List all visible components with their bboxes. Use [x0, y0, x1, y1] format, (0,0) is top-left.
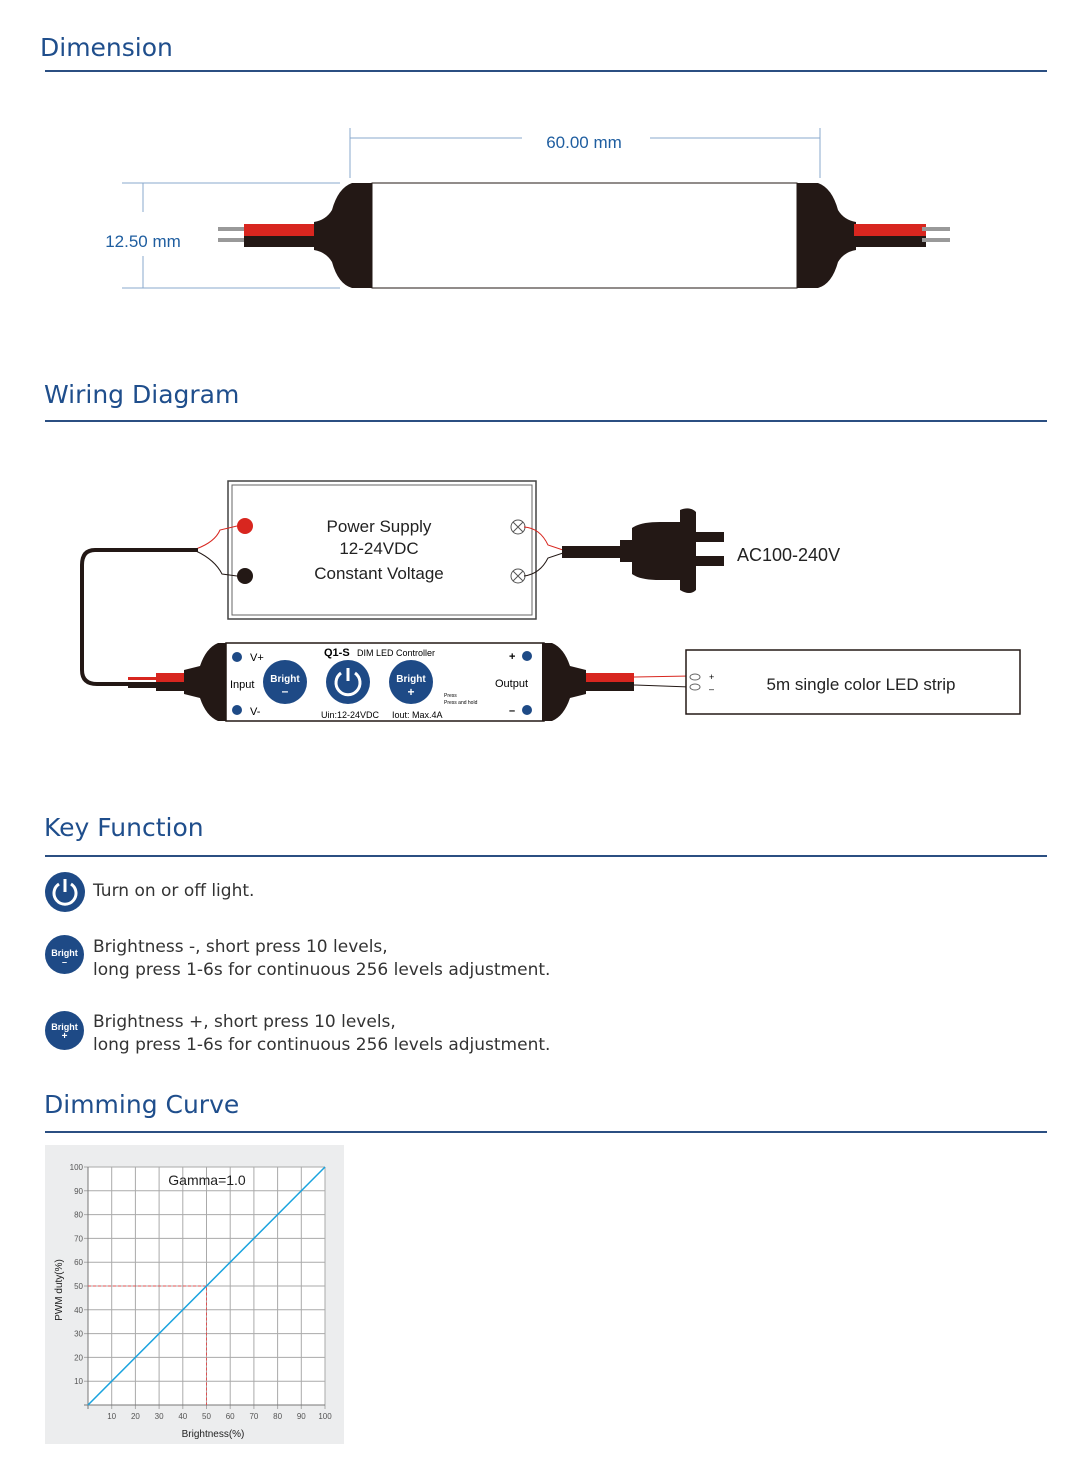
x-tick-label: 70 — [249, 1412, 258, 1421]
device-body — [218, 182, 950, 289]
section-title-key-function: Key Function — [44, 813, 204, 842]
y-tick-label: 20 — [74, 1353, 83, 1362]
psu-negative-terminal — [237, 568, 253, 584]
power-button — [326, 660, 370, 704]
input-label: Input — [230, 679, 254, 691]
wiring-diagram: Power Supply 12-24VDC Constant Voltage A… — [80, 480, 1021, 722]
bright-plus-icon: Bright+ — [45, 1011, 84, 1050]
power-plug-icon — [562, 508, 724, 593]
output-label: Output — [495, 678, 528, 690]
led-strip-label: 5m single color LED strip — [767, 675, 956, 694]
divider — [45, 70, 1047, 72]
y-tick-label: 80 — [74, 1211, 83, 1220]
series-line — [87, 1166, 326, 1406]
divider — [45, 855, 1047, 857]
x-tick-label: 100 — [318, 1412, 332, 1421]
svg-text:+: + — [407, 685, 414, 699]
y-tick-label: 40 — [74, 1306, 83, 1315]
section-title-dimension: Dimension — [40, 33, 173, 62]
x-axis-label: Brightness(%) — [182, 1429, 245, 1440]
svg-text:Press and hold: Press and hold — [444, 700, 478, 706]
led-strip-box — [685, 649, 1021, 715]
bright-minus-icon: Bright– — [45, 935, 84, 974]
length-label: 60.00 mm — [546, 133, 622, 152]
y-tick-label: 60 — [74, 1258, 83, 1267]
psu-positive-terminal — [237, 518, 253, 534]
x-tick-label: 30 — [155, 1412, 164, 1421]
y-tick-label: 90 — [74, 1187, 83, 1196]
y-tick-label: 50 — [74, 1282, 83, 1291]
ac-voltage-label: AC100-240V — [737, 545, 840, 565]
svg-text:–: – — [509, 705, 515, 717]
x-tick-label: 40 — [178, 1412, 187, 1421]
model-label: Q1-S — [324, 647, 350, 659]
bright-plus-button — [389, 660, 433, 704]
svg-text:–: – — [282, 684, 289, 698]
bright-minus-button — [263, 660, 307, 704]
x-tick-label: 60 — [226, 1412, 235, 1421]
vminus-label: V- — [250, 706, 261, 718]
svg-text:–: – — [709, 684, 714, 694]
section-title-dimming-curve: Dimming Curve — [44, 1090, 240, 1119]
controller-subtitle: DIM LED Controller — [357, 648, 435, 658]
chart-title: Gamma=1.0 — [168, 1172, 246, 1188]
y-axis-label: PWM duty(%) — [54, 1259, 65, 1321]
dimming-curve-chart: 10 20 30 40 50 60 70 80 90 100 10 20 30 40 50 60 70 80 90 1… — [45, 1145, 344, 1444]
x-tick-label: 90 — [297, 1412, 306, 1421]
key-function-power-text: Turn on or off light. — [93, 881, 255, 901]
dimension-drawing: 60.00 mm 12.50 mm — [105, 128, 950, 289]
controller: V+ V- Input Output + – Q1-S DIM LED Cont… — [128, 642, 691, 722]
power-icon — [45, 872, 85, 912]
key-function-bright-plus-text: Brightness +, short press 10 levels,long… — [93, 1012, 551, 1055]
psu-line-2: 12-24VDC — [339, 539, 418, 558]
psu-line-1: Power Supply — [327, 517, 432, 536]
x-tick-label: 20 — [131, 1412, 140, 1421]
height-label: 12.50 mm — [105, 232, 181, 251]
svg-text:Press: Press — [444, 693, 457, 699]
x-tick-label: 80 — [273, 1412, 282, 1421]
svg-text:+: + — [509, 651, 515, 663]
svg-text:Bright: Bright — [396, 674, 426, 685]
y-tick-label: 30 — [74, 1330, 83, 1339]
key-function-bright-minus-text: Brightness -, short press 10 levels,long… — [93, 937, 551, 980]
svg-text:Iout: Max.4A: Iout: Max.4A — [392, 710, 443, 720]
svg-text:Bright: Bright — [270, 674, 300, 685]
svg-text:Uin:12-24VDC: Uin:12-24VDC — [321, 710, 380, 720]
divider — [45, 420, 1047, 422]
dashed-guide — [88, 1285, 207, 1405]
svg-text:+: + — [709, 672, 714, 682]
vplus-label: V+ — [250, 652, 264, 664]
divider — [45, 1131, 1047, 1133]
psu-line-3: Constant Voltage — [314, 564, 443, 583]
x-tick-label: 50 — [202, 1412, 211, 1421]
y-tick-label: 10 — [74, 1377, 83, 1386]
x-tick-label: 10 — [107, 1412, 116, 1421]
y-tick-label: 100 — [70, 1163, 84, 1172]
section-title-wiring: Wiring Diagram — [44, 380, 240, 409]
y-tick-label: 70 — [74, 1234, 83, 1243]
